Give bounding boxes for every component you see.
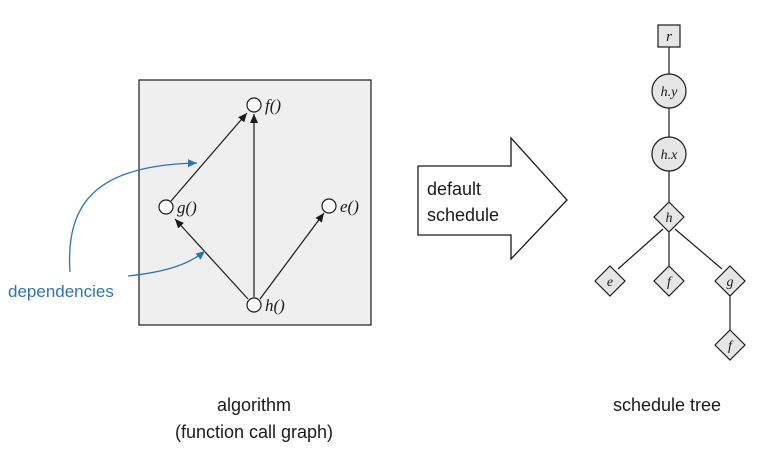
node-h xyxy=(246,297,262,313)
default-schedule-arrow xyxy=(417,136,568,261)
edge-h-to-e xyxy=(259,212,325,300)
edge-g-to-f xyxy=(170,112,248,202)
tree-compute-f-label: f xyxy=(667,275,673,290)
node-f xyxy=(246,97,262,113)
tree-edge-h-e xyxy=(617,228,664,270)
tree-compute-h xyxy=(653,201,685,233)
tree-root-label: r xyxy=(666,29,672,45)
arrow-label-line1: default xyxy=(427,179,481,199)
node-g xyxy=(158,199,174,215)
node-e-label: e() xyxy=(340,197,359,216)
algorithm-caption-sub: (function call graph) xyxy=(175,422,333,442)
edge-h-to-g xyxy=(174,218,249,300)
node-f-label: f() xyxy=(265,96,281,115)
tree-loop-hx xyxy=(651,136,687,172)
tree-compute-f xyxy=(653,265,685,297)
tree-compute-e-label: e xyxy=(607,275,613,290)
schedule-tree-caption: schedule tree xyxy=(613,395,721,415)
tree-compute-f-nested xyxy=(714,329,746,361)
tree-compute-f-nested-label: f xyxy=(728,339,734,354)
tree-compute-e xyxy=(594,265,626,297)
tree-compute-g xyxy=(714,265,746,297)
tree-loop-hx-label: h.x xyxy=(661,148,679,163)
tree-edge-h-g xyxy=(674,228,723,270)
node-h-label: h() xyxy=(265,296,285,315)
algorithm-caption: algorithm xyxy=(217,395,291,415)
node-e xyxy=(321,198,337,214)
dependency-pointer-lower xyxy=(127,250,206,277)
tree-root-node xyxy=(657,24,681,48)
dependencies-label: dependencies xyxy=(8,282,114,301)
tree-loop-hy xyxy=(651,73,687,109)
tree-compute-h-label: h xyxy=(666,211,673,226)
tree-compute-g-label: g xyxy=(727,275,734,290)
tree-loop-hy-label: h.y xyxy=(661,85,679,100)
dependency-pointer-upper xyxy=(68,159,198,273)
node-g-label: g() xyxy=(177,198,197,217)
arrow-label-line2: schedule xyxy=(427,205,499,225)
algorithm-box xyxy=(138,79,372,326)
